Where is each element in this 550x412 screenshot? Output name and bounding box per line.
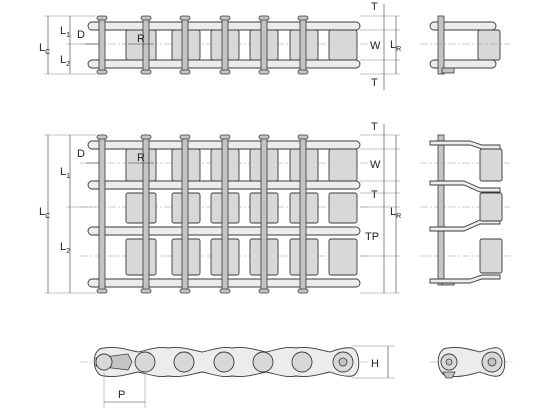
label-h: H xyxy=(371,358,379,370)
label-t-1b: T xyxy=(371,77,378,89)
label-l2-2: L2 xyxy=(60,241,70,255)
label-lr-2: LR xyxy=(390,206,401,220)
triple-strand-side-view xyxy=(420,134,510,286)
label-l1-2: L1 xyxy=(60,166,70,180)
single-strand-top-view xyxy=(44,4,400,90)
label-d-1: D xyxy=(77,29,85,41)
label-lc-2: LC xyxy=(39,206,50,220)
label-t-1a: T xyxy=(371,1,378,13)
triple-strand-labels: LC L1 L2 D R T W T LR TP xyxy=(39,121,401,255)
label-lc-1: LC xyxy=(39,42,50,56)
label-t-2a: T xyxy=(371,121,378,133)
label-l1-1: L1 xyxy=(60,25,70,39)
label-r-2: R xyxy=(137,152,145,164)
label-p: P xyxy=(118,389,125,401)
label-w-2: W xyxy=(370,159,381,171)
label-r-1: R xyxy=(137,33,145,45)
front-view-labels: H P xyxy=(118,358,379,401)
label-d-2: D xyxy=(77,148,85,160)
front-view xyxy=(80,345,395,408)
label-lr-1: LR xyxy=(390,39,401,53)
end-view xyxy=(430,347,515,379)
label-tp: TP xyxy=(365,231,379,243)
label-t-2b: T xyxy=(371,189,378,201)
triple-strand-top-view xyxy=(44,124,400,294)
single-strand-side-view xyxy=(420,15,510,75)
label-l2-1: L2 xyxy=(60,54,70,68)
single-strand-labels: LC L1 L2 D R T W LR T xyxy=(39,1,401,89)
label-w-1: W xyxy=(370,40,381,52)
